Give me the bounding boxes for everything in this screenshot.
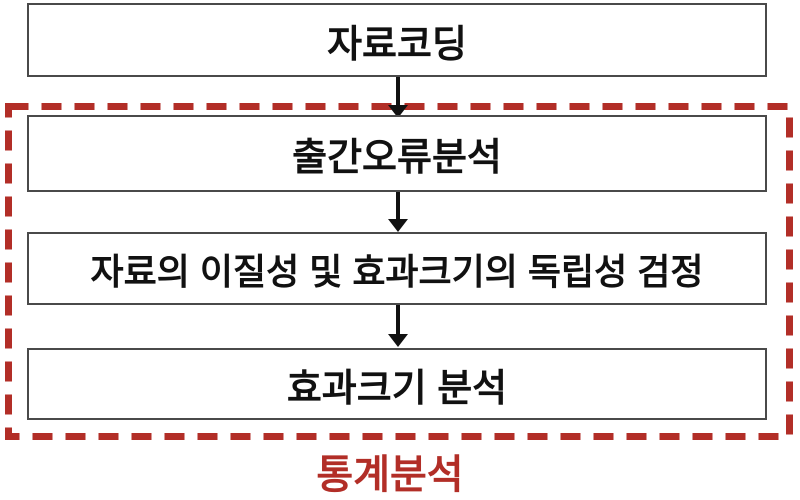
arrow-down-icon bbox=[388, 192, 408, 232]
flow-step-heterogeneity-independence-test: 자료의 이질성 및 효과크기의 독립성 검정 bbox=[27, 232, 767, 305]
flow-step-label: 출간오류분석 bbox=[292, 137, 502, 179]
arrow-down-icon bbox=[388, 77, 408, 118]
flow-step-data-coding: 자료코딩 bbox=[27, 3, 767, 77]
statistics-group-dashed-border bbox=[5, 103, 793, 440]
flow-step-label: 효과크기 분석 bbox=[286, 367, 508, 410]
connector-overlay bbox=[5, 77, 793, 440]
flow-step-label: 자료의 이질성 및 효과크기의 독립성 검정 bbox=[90, 250, 704, 292]
statistics-group-label: 통계분석 bbox=[316, 453, 464, 497]
flow-step-label: 자료코딩 bbox=[327, 23, 467, 66]
flowchart-canvas: 자료코딩 출간오류분석 자료의 이질성 및 효과크기의 독립성 검정 효과크기 … bbox=[5, 3, 793, 497]
flow-step-publication-error-analysis: 출간오류분석 bbox=[27, 115, 767, 192]
arrow-down-icon bbox=[388, 305, 408, 347]
flow-step-effect-size-analysis: 효과크기 분석 bbox=[27, 348, 767, 420]
